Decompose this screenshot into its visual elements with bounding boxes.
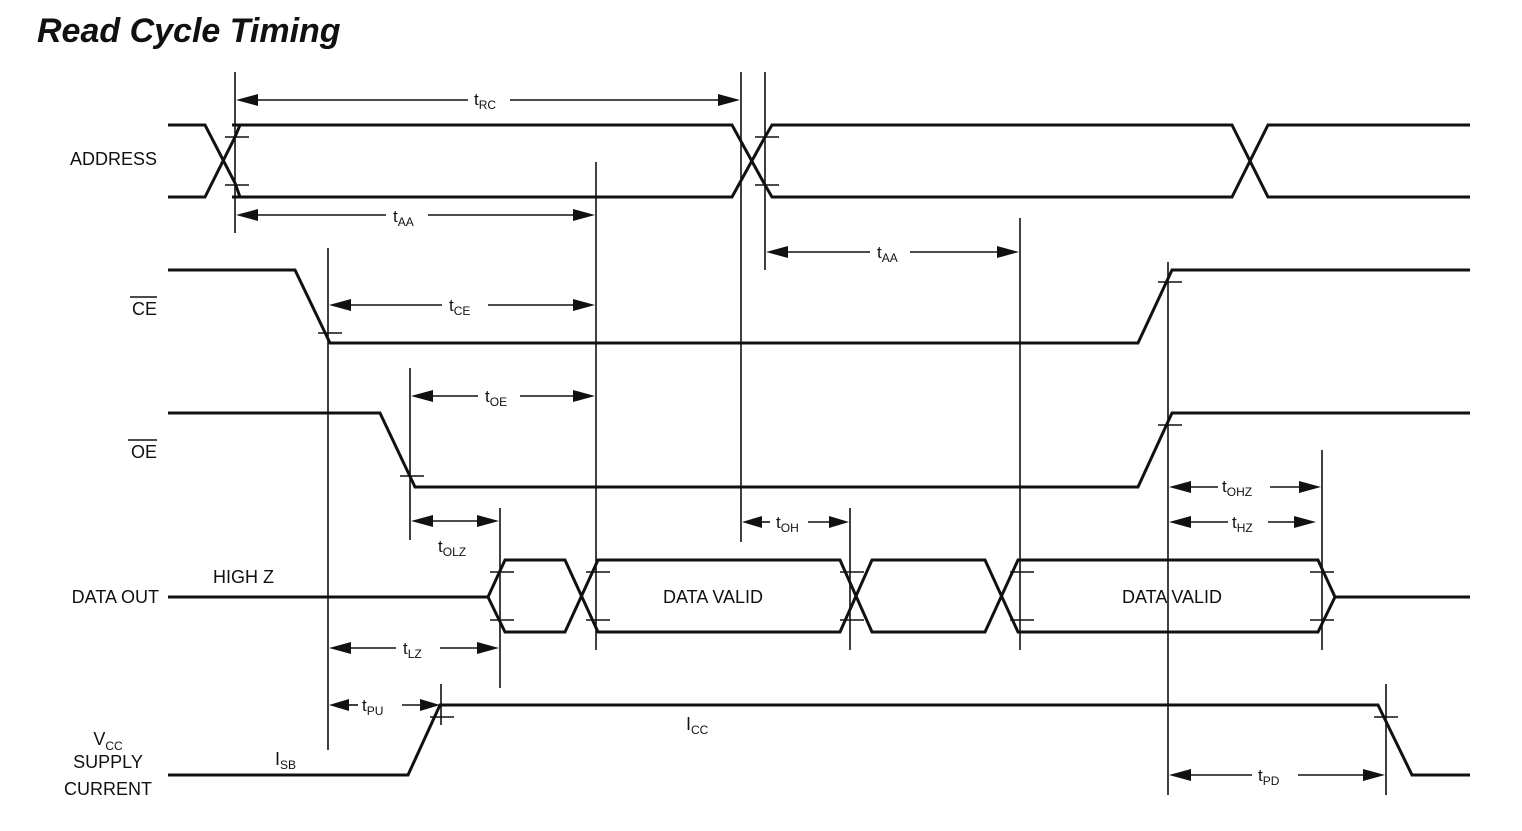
svg-text:ISB: ISB [275,749,296,772]
svg-text:ICC: ICC [686,714,709,737]
taa-dimension-2: tAA [766,243,1019,265]
svg-text:tHZ: tHZ [1232,513,1253,535]
icc-label: I [686,714,691,734]
tpd-label: t [1258,766,1263,785]
vcc-supply-current-label: VCC SUPPLY CURRENT [64,729,152,799]
diagram-title: Read Cycle Timing [37,12,341,50]
taa-dimension-1: tAA [236,207,595,229]
thz-dimension: tHZ [1169,513,1316,535]
taa-label-1: t [393,207,398,226]
crossing-ticks [225,136,1398,718]
data-valid-label-1: DATA VALID [663,587,763,607]
tlz-dimension: tLZ [329,639,499,661]
svg-text:tOLZ: tOLZ [438,537,466,559]
tpu-label: t [362,696,367,715]
vcc-label: V [93,729,105,749]
isb-label: I [275,749,280,769]
oe-label-group: OE [128,439,157,462]
tolz-label: t [438,537,443,556]
ce-label-group: CE [130,296,157,319]
svg-text:VCC: VCC [93,729,123,753]
toe-dimension: tOE [411,387,595,409]
tlz-label: t [403,639,408,658]
thz-label: t [1232,513,1237,532]
svg-text:tCE: tCE [449,296,470,318]
tpu-dimension: tPU [329,696,440,718]
data-out-label: DATA OUT [72,587,159,607]
toe-label: t [485,387,490,406]
toh-dimension: tOH [742,513,849,535]
toh-label: t [776,513,781,532]
current-label: CURRENT [64,779,152,799]
tolz-dimension: tOLZ [411,515,499,559]
tce-dimension: tCE [329,296,595,318]
svg-text:tRC: tRC [474,90,496,112]
address-waveform [168,123,1470,199]
svg-text:tPU: tPU [362,696,383,718]
svg-text:tOE: tOE [485,387,507,409]
reference-lines [234,72,1387,795]
svg-text:tOHZ: tOHZ [1222,477,1252,499]
ce-label: CE [132,299,157,319]
tce-label: t [449,296,454,315]
high-z-label: HIGH Z [213,567,274,587]
svg-text:tPD: tPD [1258,766,1280,788]
oe-label: OE [131,442,157,462]
svg-text:tAA: tAA [877,243,898,265]
supply-label: SUPPLY [73,752,143,772]
address-label: ADDRESS [70,149,157,169]
svg-text:tOH: tOH [776,513,799,535]
tohz-label: t [1222,477,1227,496]
svg-text:tLZ: tLZ [403,639,422,661]
tohz-dimension: tOHZ [1169,477,1321,499]
data-valid-label-2: DATA VALID [1122,587,1222,607]
vcc-label-sub: CC [105,739,123,753]
taa-label-2: t [877,243,882,262]
data-out-waveform [168,558,1470,634]
tpd-dimension: tPD [1169,766,1385,788]
svg-text:tAA: tAA [393,207,414,229]
vcc-current-waveform [168,703,1470,777]
trc-label: t [474,90,479,109]
ce-waveform [168,268,1470,345]
oe-waveform [168,411,1470,489]
trc-dimension: tRC [236,90,740,112]
